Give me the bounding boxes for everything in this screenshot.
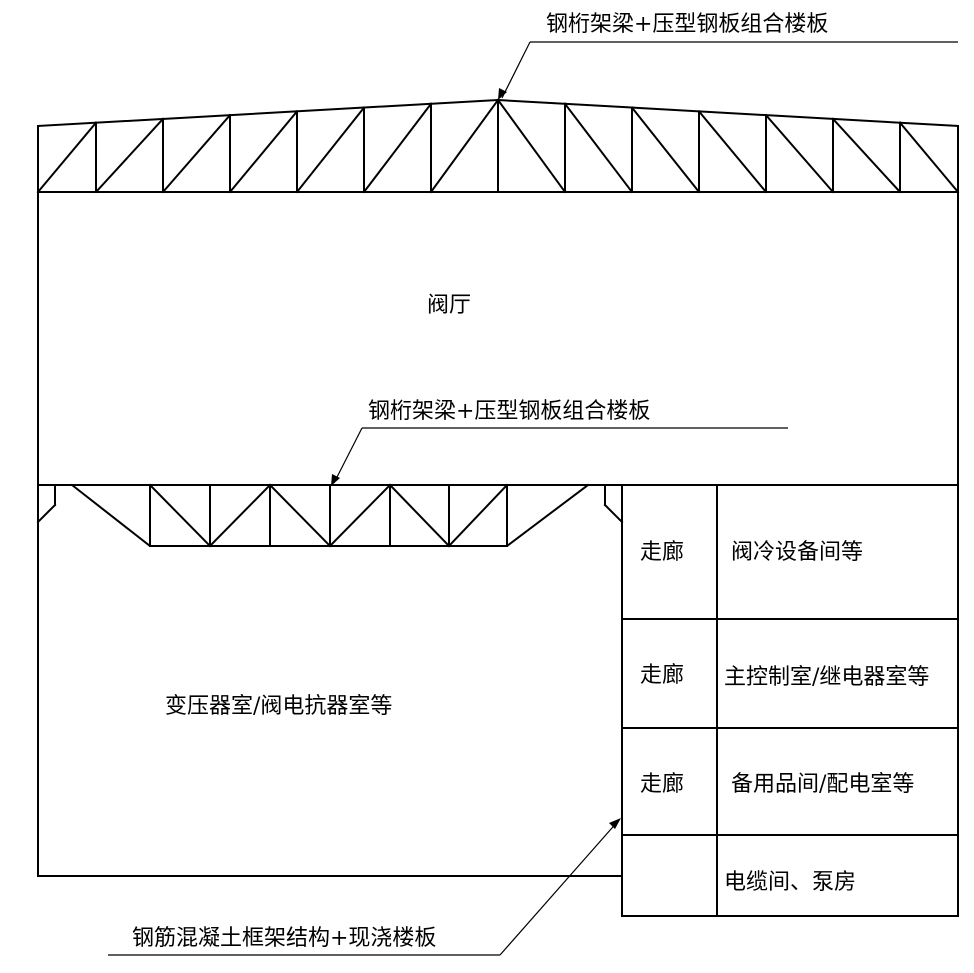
corridor-label: 走廊	[640, 663, 684, 688]
side-building	[621, 484, 959, 917]
room-label: 阀冷设备间等	[731, 540, 863, 565]
corridor-label: 走廊	[640, 772, 684, 797]
transformer-room-label: 变压器室/阀电抗器室等	[165, 694, 392, 719]
corridor-label: 走廊	[640, 540, 684, 565]
leader-rc	[108, 818, 621, 956]
middle-truss	[36, 483, 624, 548]
valve-hall-label: 阀厅	[427, 293, 471, 318]
roof-truss-label: 钢桁架梁+压型钢板组合楼板	[546, 12, 828, 37]
leader-roof	[498, 41, 958, 100]
mid-truss-label: 钢桁架梁+压型钢板组合楼板	[368, 399, 650, 424]
room-label: 备用品间/配电室等	[731, 772, 914, 797]
room-label: 电缆间、泵房	[724, 870, 856, 895]
roof-truss	[36, 98, 960, 194]
leader-mid	[331, 427, 788, 486]
valve-hall-walls	[37, 191, 959, 877]
room-label: 主控制室/继电器室等	[724, 665, 929, 690]
rc-frame-label: 钢筋混凝土框架结构+现浇楼板	[132, 926, 436, 951]
